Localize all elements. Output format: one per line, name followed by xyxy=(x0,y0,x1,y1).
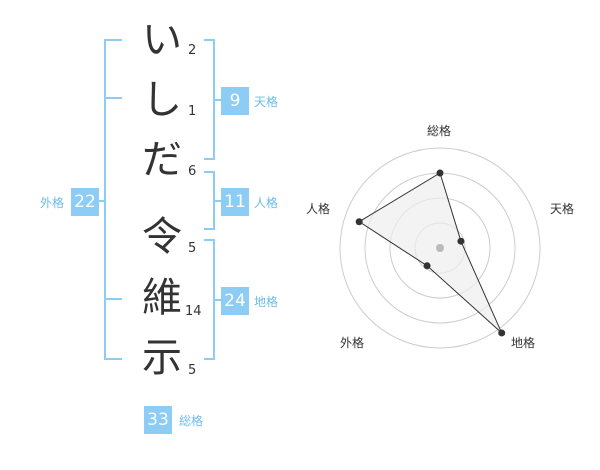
tenkaku-value-badge: 9 xyxy=(221,87,249,115)
radar-points xyxy=(355,169,506,337)
gaikaku-label: 外格 xyxy=(40,196,65,210)
radar-point-2 xyxy=(457,237,465,245)
radar-center-dot xyxy=(436,244,444,252)
name-character-5: 維 xyxy=(142,275,182,321)
soukaku-value-badge: 33 xyxy=(144,406,172,434)
stroke-count-2: 1 xyxy=(188,104,197,119)
radar-point-4 xyxy=(423,262,431,270)
radar-ring-4 xyxy=(339,147,541,349)
radar-axis-label-soukaku: 総格 xyxy=(427,124,452,138)
radar-axis-label-chikaku: 地格 xyxy=(511,336,536,350)
name-character-3: だ xyxy=(142,137,182,183)
radar-point-3 xyxy=(498,329,506,337)
stroke-count-1: 2 xyxy=(188,43,197,58)
radar-point-5 xyxy=(355,218,363,226)
name-character-6: 示 xyxy=(142,335,182,381)
chikaku-value-badge: 24 xyxy=(221,287,249,315)
jinkaku-label: 人格 xyxy=(254,196,279,210)
gaikaku-bracket xyxy=(104,39,122,360)
stroke-count-3: 6 xyxy=(188,164,197,179)
radar-axis-label-gaikaku: 外格 xyxy=(340,336,365,350)
stroke-count-5: 14 xyxy=(185,304,202,319)
chikaku-label: 地格 xyxy=(254,295,279,309)
gaikaku-value-badge: 22 xyxy=(71,188,99,216)
stroke-count-4: 5 xyxy=(188,241,197,256)
radar-axis-label-jinkaku: 人格 xyxy=(306,202,331,216)
soukaku-label: 総格 xyxy=(179,414,204,428)
stroke-count-6: 5 xyxy=(188,363,197,378)
radar-point-1 xyxy=(436,169,444,177)
jinkaku-value-badge: 11 xyxy=(221,188,249,216)
name-character-1: い xyxy=(142,17,182,63)
radar-polygon xyxy=(358,172,503,334)
name-character-2: し xyxy=(142,77,182,123)
name-character-4: 令 xyxy=(142,214,182,260)
tenkaku-label: 天格 xyxy=(254,95,279,109)
radar-axis-label-tenkaku: 天格 xyxy=(550,202,575,216)
